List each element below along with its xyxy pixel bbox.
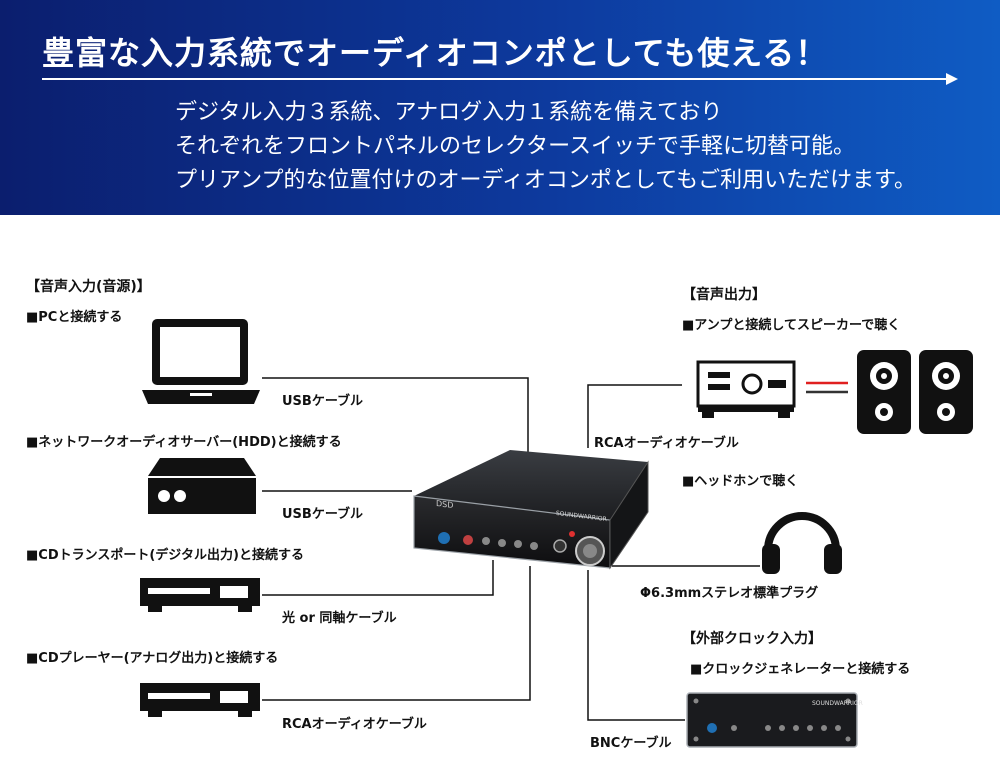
hdd-server-icon [148, 458, 256, 514]
cable-label-cd-player: RCAオーディオケーブル [282, 717, 427, 732]
wire-cd-player [262, 566, 531, 701]
speakers-icon [857, 350, 973, 434]
input-label-cd-player: ■CDプレーヤー(アナログ出力)と接続する [26, 651, 279, 666]
clock-generator-icon [686, 692, 858, 748]
header-banner: 豊富な入力系統でオーディオコンポとしても使える！ デジタル入力３系統、アナログ入… [0, 0, 1000, 215]
input-label-hdd: ■ネットワークオーディオサーバー(HDD)と接続する [26, 435, 342, 450]
clock-brand: SOUNDWARRIOR [812, 700, 863, 707]
banner-line-2: それぞれをフロントパネルのセレクタースイッチで手軽に切替可能。 [175, 134, 856, 159]
output-label-headphone: ■ヘッドホンで聴く [682, 474, 799, 489]
clock-label: ■クロックジェネレーターと接続する [690, 662, 911, 677]
output-label-speaker: ■アンプと接続してスピーカーで聴く [682, 318, 901, 333]
input-label-pc: ■PCと接続する [26, 310, 123, 325]
banner-divider [42, 78, 947, 80]
banner-title: 豊富な入力系統でオーディオコンポとしても使える！ [42, 34, 829, 72]
outputs-heading: 【音声出力】 [682, 287, 766, 303]
cd-player-icon [140, 683, 260, 717]
laptop-icon [142, 319, 260, 404]
banner-arrow-icon [946, 73, 958, 85]
wire-cd-transport [262, 560, 494, 596]
cable-label-clock: BNCケーブル [590, 736, 672, 751]
cable-label-headphone: Φ6.3mmステレオ標準プラグ [640, 586, 819, 601]
wire-clock [587, 570, 685, 721]
cable-label-speaker: RCAオーディオケーブル [594, 436, 739, 451]
cable-label-cd-transport: 光 or 同軸ケーブル [282, 611, 397, 626]
inputs-heading: 【音声入力(音源)】 [26, 279, 151, 295]
wire-pc [262, 377, 529, 458]
input-label-cd-transport: ■CDトランスポート(デジタル出力)と接続する [26, 548, 304, 563]
wire-speaker [587, 384, 682, 448]
headphone-icon [762, 512, 842, 574]
cd-transport-icon [140, 578, 260, 612]
cable-label-hdd: USBケーブル [282, 507, 364, 522]
banner-description: デジタル入力３系統、アナログ入力１系統を備えており それぞれをフロントパネルのセ… [175, 96, 916, 198]
amplifier-icon [696, 360, 796, 418]
cable-label-pc: USBケーブル [282, 394, 364, 409]
clock-heading: 【外部クロック入力】 [682, 631, 822, 647]
banner-line-3: プリアンプ的な位置付けのオーディオコンポとしてもご利用いただけます。 [175, 168, 916, 193]
dac-device [413, 450, 649, 570]
banner-line-1: デジタル入力３系統、アナログ入力１系統を備えており [175, 100, 723, 125]
